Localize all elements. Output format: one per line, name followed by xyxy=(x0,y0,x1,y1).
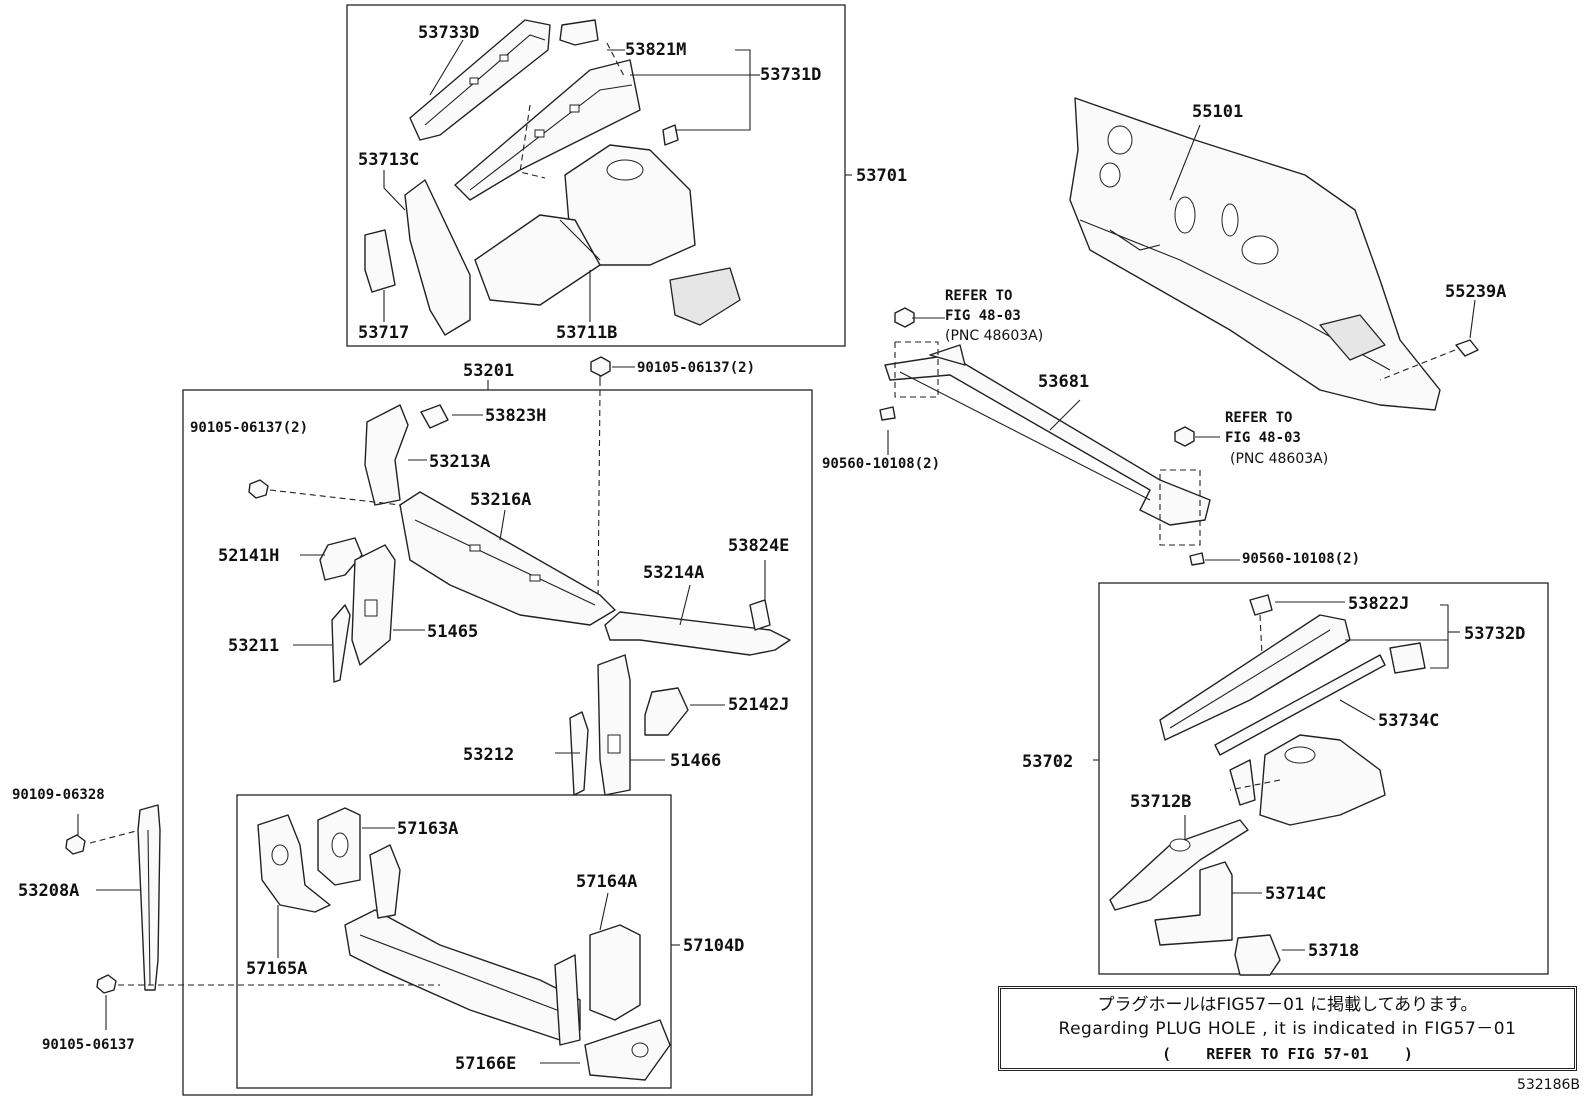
part-53822J-drawing xyxy=(1249,594,1273,616)
label-90560-10108-right: 90560-10108(2) xyxy=(1242,551,1360,567)
label-53201: 53201 xyxy=(463,361,514,381)
label-53733D: 53733D xyxy=(418,23,479,43)
label-refer-top-2: FIG 48-03 xyxy=(945,308,1021,324)
part-51466-drawing xyxy=(597,654,631,796)
label-53823H: 53823H xyxy=(485,406,546,426)
part-53213A-drawing xyxy=(364,404,409,506)
label-53208A: 53208A xyxy=(18,881,79,901)
part-57166E-drawing xyxy=(584,1019,671,1081)
label-53701: 53701 xyxy=(856,166,907,186)
part-53718-drawing xyxy=(1234,934,1281,976)
nut-lower-left-drawing xyxy=(879,406,896,421)
label-51466: 51466 xyxy=(670,751,721,771)
part-53681-drawing xyxy=(884,344,1211,526)
note-refer-open: ( xyxy=(1162,1045,1172,1063)
nut-lower-right-drawing xyxy=(1189,552,1205,566)
group-box-53702 xyxy=(1098,582,1549,975)
label-53213A: 53213A xyxy=(429,452,490,472)
part-53714C-drawing xyxy=(1154,861,1233,946)
label-53214A: 53214A xyxy=(643,563,704,583)
label-53216A: 53216A xyxy=(470,490,531,510)
note-english: Regarding PLUG HOLE , it is indicated in… xyxy=(1058,1019,1517,1039)
label-90105-06137-left: 90105-06137(2) xyxy=(190,420,308,436)
part-wheelhouse-rear-drawing xyxy=(1229,734,1386,826)
part-53216A-drawing xyxy=(399,491,616,626)
bolt-90109-drawing xyxy=(65,834,86,855)
label-53717: 53717 xyxy=(358,323,409,343)
part-small-bracket-top-drawing xyxy=(662,124,741,326)
part-52142J-drawing xyxy=(644,687,689,736)
label-57165A: 57165A xyxy=(246,959,307,979)
label-55239A: 55239A xyxy=(1445,282,1506,302)
label-refer-top-3: (PNC 48603A) xyxy=(945,328,1043,344)
group-box-53201 xyxy=(182,389,813,1096)
label-53713C: 53713C xyxy=(358,150,419,170)
label-53821M: 53821M xyxy=(625,40,686,60)
label-57166E: 57166E xyxy=(455,1054,516,1074)
part-57165A-drawing xyxy=(257,814,331,913)
part-53821M-drawing xyxy=(559,19,599,46)
part-53208A-drawing xyxy=(137,804,161,991)
part-57164A-drawing xyxy=(554,924,641,1046)
part-53824E-drawing xyxy=(749,599,771,631)
label-53711B: 53711B xyxy=(556,323,617,343)
label-53822J: 53822J xyxy=(1348,594,1409,614)
label-53732D: 53732D xyxy=(1464,624,1525,644)
figure-id: 532186B xyxy=(1516,1077,1580,1093)
label-53714C: 53714C xyxy=(1265,884,1326,904)
plug-hole-note: プラグホールはFIG57－01 に掲載してあります。 Regarding PLU… xyxy=(998,986,1577,1071)
label-53211: 53211 xyxy=(228,636,279,656)
label-90560-10108-left: 90560-10108(2) xyxy=(822,456,940,472)
label-53702: 53702 xyxy=(1022,752,1073,772)
label-53712B: 53712B xyxy=(1130,792,1191,812)
part-57104D-crossmember-drawing xyxy=(344,844,581,1041)
label-90105-06137-top: 90105-06137(2) xyxy=(637,360,755,376)
label-53734C: 53734C xyxy=(1378,711,1439,731)
label-refer-top-1: REFER TO xyxy=(945,288,1012,304)
part-53733D-drawing xyxy=(409,19,551,141)
part-57163A-drawing xyxy=(317,807,361,886)
part-53711B-drawing xyxy=(474,144,696,306)
part-53731D-drawing xyxy=(454,59,641,201)
note-refer: ( REFER TO FIG 57-01 ) xyxy=(1001,1041,1574,1067)
label-53718: 53718 xyxy=(1308,941,1359,961)
label-55101: 55101 xyxy=(1192,102,1243,122)
label-90105-06137-bottom: 90105-06137 xyxy=(42,1037,135,1053)
part-53214A-drawing xyxy=(604,611,791,656)
part-55239A-drawing xyxy=(1455,339,1479,357)
bolt-90105-bottom-drawing xyxy=(96,974,117,994)
note-japanese: プラグホールはFIG57－01 に掲載してあります。 xyxy=(1097,995,1478,1015)
label-51465: 51465 xyxy=(427,622,478,642)
note-refer-close: ) xyxy=(1403,1045,1413,1063)
label-53212: 53212 xyxy=(463,745,514,765)
label-refer-mid-3: (PNC 48603A) xyxy=(1230,451,1328,467)
label-refer-mid-1: REFER TO xyxy=(1225,410,1292,426)
label-53681: 53681 xyxy=(1038,372,1089,392)
label-57164A: 57164A xyxy=(576,872,637,892)
nut-upper-left-drawing xyxy=(894,307,915,328)
label-52142J: 52142J xyxy=(728,695,789,715)
label-refer-mid-2: FIG 48-03 xyxy=(1225,430,1301,446)
label-52141H: 52141H xyxy=(218,546,279,566)
part-53823H-drawing xyxy=(420,404,449,429)
part-53717-drawing xyxy=(364,229,396,293)
part-52141H-drawing xyxy=(319,537,363,581)
label-57163A: 57163A xyxy=(397,819,458,839)
label-57104D: 57104D xyxy=(683,936,744,956)
bolt-left-drawing xyxy=(248,479,269,499)
label-90109-06328: 90109-06328 xyxy=(12,787,105,803)
group-box-57104D xyxy=(236,794,672,1089)
part-53211-drawing xyxy=(331,604,351,683)
note-refer-text: REFER TO FIG 57-01 xyxy=(1206,1045,1369,1063)
bolt-top-drawing xyxy=(590,356,611,386)
label-53731D: 53731D xyxy=(760,65,821,85)
part-55101-drawing xyxy=(1069,97,1441,411)
nut-upper-right-drawing xyxy=(1174,426,1195,447)
part-53734C-drawing xyxy=(1214,654,1386,756)
part-51465-drawing xyxy=(351,544,396,666)
part-53713C-drawing xyxy=(404,179,471,336)
part-53712B-drawing xyxy=(1109,819,1249,911)
label-53824E: 53824E xyxy=(728,536,789,556)
